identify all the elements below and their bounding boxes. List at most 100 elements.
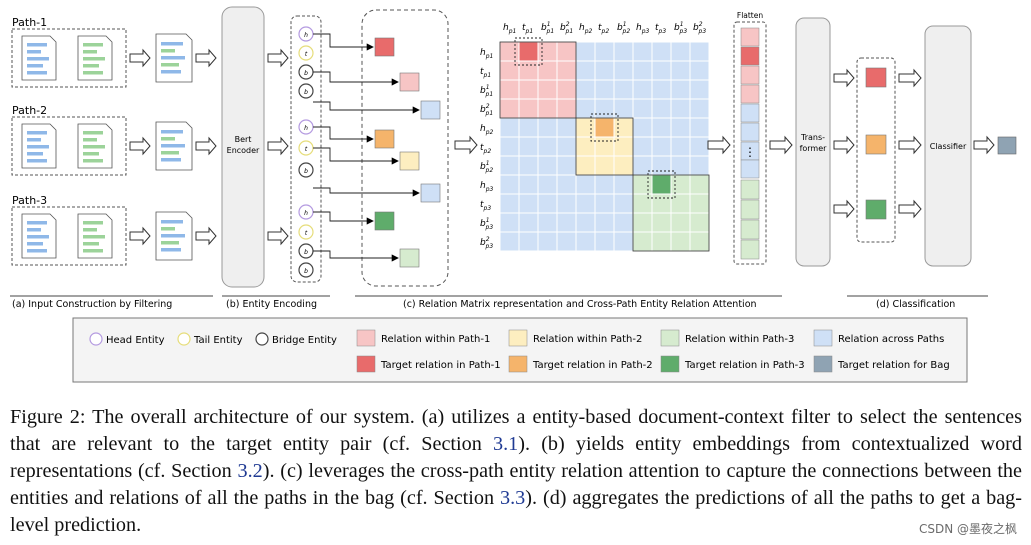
relation-vector-3: [420, 100, 441, 120]
path-2-filter-arrow: [129, 136, 151, 156]
path-3-documents-box: [11, 206, 127, 266]
matrix-cell-9-8: [651, 212, 672, 233]
matrix-cell-10-3: [556, 231, 577, 252]
bert-encoder-label-2: Encoder: [227, 146, 260, 155]
matrix-cell-6-6: [613, 155, 634, 176]
legend-relation-3-swatch: [660, 329, 680, 347]
svg-text:b: b: [304, 268, 308, 275]
matrix-cell-6-3: [556, 155, 577, 176]
flatten-cell-top-5: [740, 103, 760, 123]
matrix-cell-3-7: [632, 98, 653, 119]
relation-vector-4: [374, 129, 395, 149]
matrix-row-label-2: tp1: [480, 67, 491, 79]
matrix-cell-0-10: [689, 41, 710, 62]
matrix-cell-5-6: [613, 136, 634, 157]
matrix-cell-9-1: [518, 212, 539, 233]
matrix-cell-7-5: [594, 174, 615, 195]
matrix-cell-2-8: [651, 79, 672, 100]
matrix-cell-4-2: [537, 117, 558, 138]
path-2-encoder-arrow: [195, 136, 217, 156]
path-predictions-box: [856, 57, 896, 243]
legend-relation-1-swatch: [356, 329, 376, 347]
matrix-cell-1-3: [556, 60, 577, 81]
flatten-ellipsis: ⋮: [744, 145, 756, 159]
flatten-cell-bottom-2: [740, 199, 760, 220]
matrix-cell-6-1: [518, 155, 539, 176]
matrix-col-label-9: tp3: [655, 23, 666, 35]
matrix-cell-1-4: [575, 60, 596, 81]
matrix-cell-8-6: [613, 193, 634, 214]
relation-vector-1: [374, 37, 395, 57]
matrix-row-label-9: tp3: [480, 200, 491, 212]
legend-relation-2-label: Relation within Path-2: [533, 334, 642, 345]
legend-relation-2-swatch: [508, 329, 528, 347]
relation-vector-8: [399, 248, 420, 268]
matrix-cell-10-2: [537, 231, 558, 252]
matrix-cell-0-2: [537, 41, 558, 62]
flatten-cell-mid: [740, 159, 760, 179]
path-3-entity-arrow: [267, 226, 289, 246]
matrix-cell-5-5: [594, 136, 615, 157]
matrix-cell-7-4: [575, 174, 596, 195]
legend-box: [72, 317, 968, 383]
matrix-cell-3-8: [651, 98, 672, 119]
matrix-cell-7-2: [537, 174, 558, 195]
matrix-cell-0-9: [670, 41, 691, 62]
matrix-cell-1-0: [499, 60, 520, 81]
flatten-box: [733, 21, 767, 265]
flatten-label: Flatten: [737, 11, 763, 20]
matrix-cell-3-10: [689, 98, 710, 119]
matrix-path-2-block: [575, 117, 634, 176]
transformer-input-arrow: [769, 135, 793, 155]
flatten-cell-top-3: [740, 65, 760, 85]
flatten-cell-bottom-4: [740, 239, 760, 260]
matrix-cell-0-6: [613, 41, 634, 62]
matrix-cell-0-5: [594, 41, 615, 62]
caption-ref-section-3-2[interactable]: 3.2: [237, 460, 263, 482]
classifier-output-arrow: [973, 135, 995, 155]
section-c-label: (c) Relation Matrix representation and C…: [403, 299, 757, 310]
path-2-prediction: [865, 134, 887, 155]
classifier-input-arrow-2: [898, 135, 922, 155]
matrix-cell-7-6: [613, 174, 634, 195]
caption-ref-section-3-3[interactable]: 3.3: [500, 487, 526, 509]
path-2-filtered-document: [155, 121, 193, 171]
path-1-document-blue: [21, 35, 57, 81]
path-1-filter-arrow: [129, 48, 151, 68]
path-3-entity-2-circle: [298, 224, 314, 240]
svg-text:t: t: [305, 51, 308, 58]
matrix-cell-10-7: [632, 231, 653, 252]
matrix-cell-7-9: [670, 174, 691, 195]
legend-relation-1-label: Relation within Path-1: [381, 334, 490, 345]
matrix-cell-9-3: [556, 212, 577, 233]
relation-vector-7: [374, 211, 395, 231]
matrix-cell-8-10: [689, 193, 710, 214]
path-1-label: Path-1: [12, 16, 47, 29]
matrix-cell-8-8: [651, 193, 672, 214]
legend-relation-5-swatch: [356, 355, 376, 373]
matrix-cell-8-5: [594, 193, 615, 214]
matrix-col-label-2: tp1: [522, 23, 533, 35]
matrix-cell-3-1: [518, 98, 539, 119]
svg-text:b: b: [304, 249, 308, 256]
matrix-cell-4-4: [575, 117, 596, 138]
matrix-cell-2-9: [670, 79, 691, 100]
matrix-cell-1-8: [651, 60, 672, 81]
relation-vector-5: [399, 151, 420, 171]
matrix-cell-10-1: [518, 231, 539, 252]
caption-ref-section-3-1[interactable]: 3.1: [493, 433, 519, 455]
architecture-diagram: Path-1 Path-2 Path-3 Bert Encoder htbbht…: [10, 6, 1017, 383]
matrix-cell-1-1: [518, 60, 539, 81]
matrix-col-label-5: hp2: [579, 23, 593, 35]
matrix-cell-8-2: [537, 193, 558, 214]
matrix-input-arrow: [454, 135, 478, 155]
matrix-cell-8-3: [556, 193, 577, 214]
matrix-cell-9-2: [537, 212, 558, 233]
matrix-cell-0-1: [518, 41, 539, 62]
path-1-output-arrow: [833, 68, 855, 88]
flatten-cell-top-4: [740, 84, 760, 104]
matrix-cell-8-1: [518, 193, 539, 214]
path-3-entity-4-circle: [298, 262, 314, 278]
